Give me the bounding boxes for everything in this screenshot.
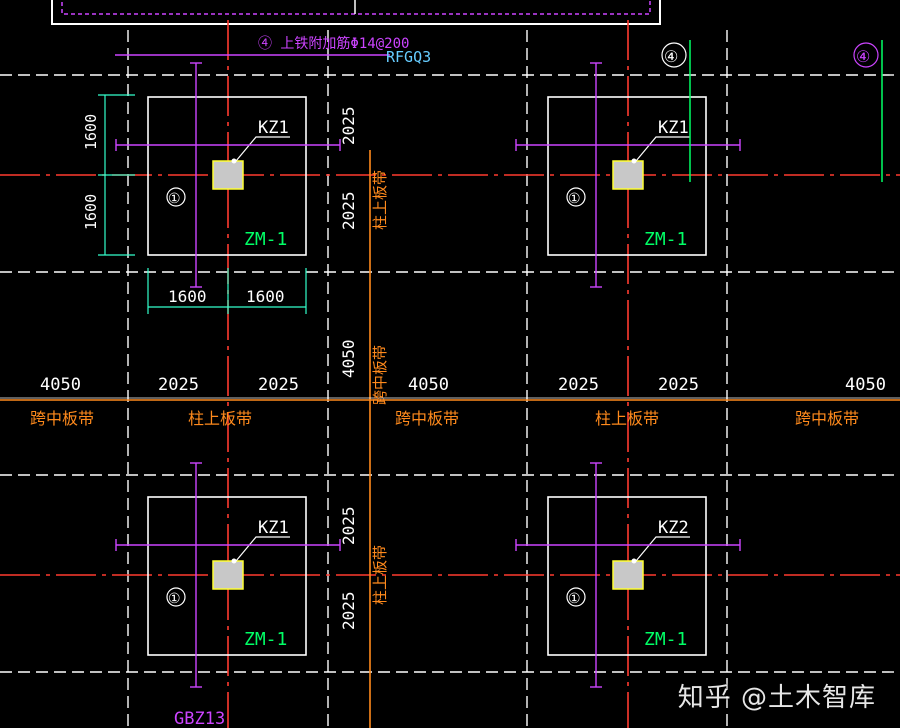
axis-lines [0, 20, 900, 728]
bubble-circle [166, 187, 186, 207]
column-square [612, 160, 644, 190]
leader-dot [231, 558, 237, 564]
dimensions [0, 94, 900, 399]
bubble-circle [566, 587, 586, 607]
bubble-mark: ① [168, 191, 181, 207]
dim-cap-horizontal: 1600 [246, 287, 285, 306]
bubble-mark: ① [568, 191, 581, 207]
dim-cap-horizontal: 1600 [168, 287, 207, 306]
column-square [612, 560, 644, 590]
dim-row-value: 2025 [658, 375, 699, 395]
grid-bubble-label: ④ [856, 47, 870, 66]
grid-bubble-label: ④ [664, 47, 678, 66]
cap-label: ZM-1 [244, 229, 287, 250]
top-code: RFGQ3 [386, 48, 431, 66]
dim-row-value: 2025 [158, 375, 199, 395]
dim-mid-vertical: 2025 [339, 191, 358, 230]
dim-row-value: 2025 [258, 375, 299, 395]
grid-bubble [853, 42, 879, 68]
dim-mid-vertical: 4050 [339, 339, 358, 378]
top-beam-outline [51, 0, 661, 25]
band-label: 柱上板带 [595, 409, 659, 428]
grid-bubble [661, 42, 687, 68]
column-label: KZ1 [258, 118, 289, 138]
band-label-vertical: 跨中板带 [371, 345, 389, 405]
dim-row-value: 4050 [845, 375, 886, 395]
column-label: KZ1 [658, 118, 689, 138]
column-square [212, 160, 244, 190]
bottom-code: GBZ13 [174, 709, 225, 728]
top-beam-hatch [61, 0, 651, 15]
column-label: KZ1 [258, 518, 289, 538]
top-note: ④ 上铁附加筋Φ14@200 [258, 35, 409, 52]
cap-label: ZM-1 [644, 629, 687, 650]
dim-mid-vertical: 2025 [339, 591, 358, 630]
column-label-leader [235, 136, 290, 162]
cap-outline [147, 96, 307, 256]
band-label: 跨中板带 [30, 409, 94, 428]
band-label: 跨中板带 [395, 409, 459, 428]
dim-row-value: 4050 [408, 375, 449, 395]
dim-mid-vertical: 2025 [339, 506, 358, 545]
dim-row-value: 2025 [558, 375, 599, 395]
band-label-vertical: 柱上板带 [371, 170, 389, 230]
column-label-leader [635, 136, 690, 162]
cap-label: ZM-1 [244, 629, 287, 650]
band-label: 跨中板带 [795, 409, 859, 428]
dim-row-value: 4050 [40, 375, 81, 395]
cap-outline [147, 496, 307, 656]
column-label-leader [235, 536, 290, 562]
bubble-mark: ① [168, 591, 181, 607]
column-label-leader [635, 536, 690, 562]
dim-cap-vertical: 1600 [82, 194, 100, 230]
cap-label: ZM-1 [644, 229, 687, 250]
dim-cap-vertical: 1600 [82, 114, 100, 150]
leader-dot [631, 158, 637, 164]
bubble-mark: ① [568, 591, 581, 607]
cap-outline [547, 96, 707, 256]
dim-mid-vertical: 2025 [339, 106, 358, 145]
band-label-vertical: 柱上板带 [371, 545, 389, 605]
bubble-circle [566, 187, 586, 207]
leader-dot [631, 558, 637, 564]
band-label: 柱上板带 [188, 409, 252, 428]
leader-dot [231, 158, 237, 164]
column-label: KZ2 [658, 518, 689, 538]
bubble-circle [166, 587, 186, 607]
rebar-lines [115, 40, 883, 688]
watermark-text: 知乎 @土木智库 [677, 683, 876, 713]
cap-outline [547, 496, 707, 656]
column-square [212, 560, 244, 590]
